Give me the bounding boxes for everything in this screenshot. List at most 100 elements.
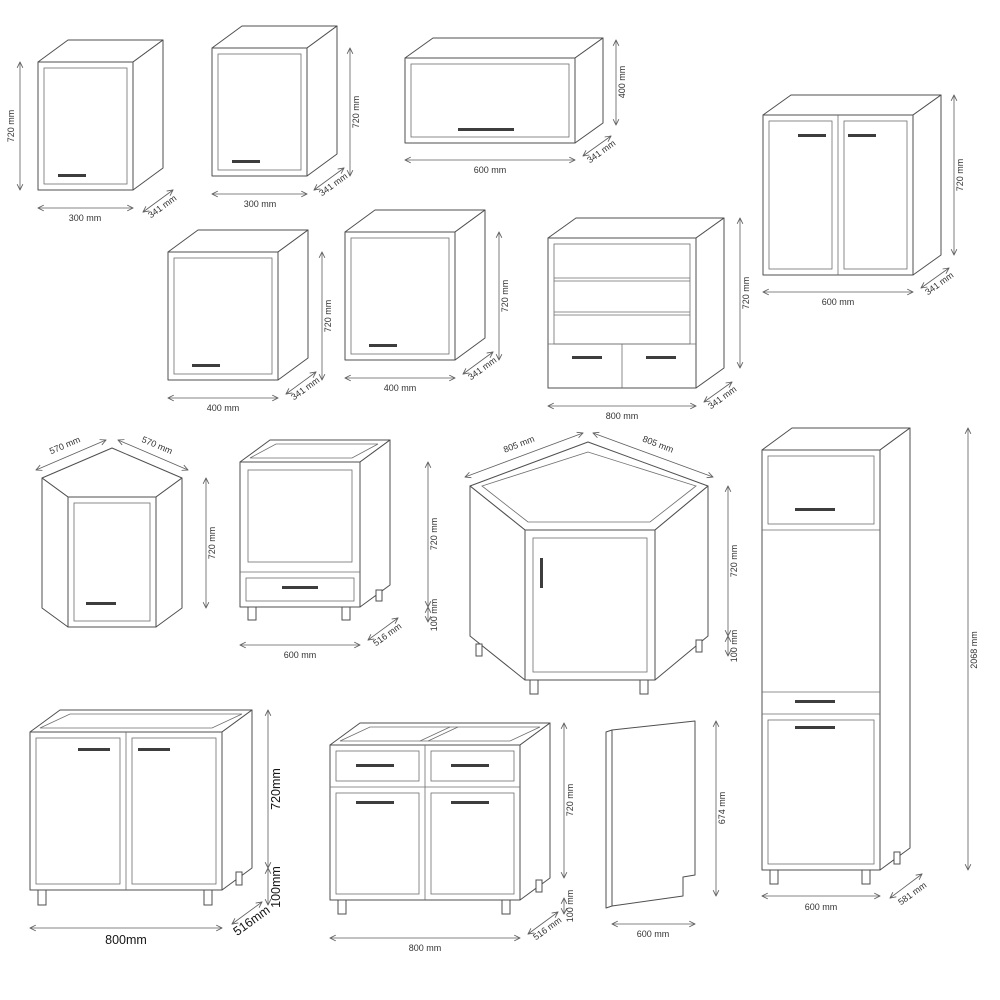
cabinet-side-face bbox=[912, 94, 942, 276]
door-handle bbox=[795, 726, 835, 729]
door-panel bbox=[350, 237, 450, 355]
cabinet-leg bbox=[501, 899, 511, 915]
door-panel bbox=[73, 502, 151, 622]
dim-label-width-left: 805 mm bbox=[502, 434, 536, 455]
dim-line-depth bbox=[368, 618, 398, 640]
door-handle bbox=[138, 748, 170, 751]
dim-label-width: 800 mm bbox=[606, 411, 639, 421]
cabinet-left-face bbox=[41, 477, 69, 628]
cabinet-side-face bbox=[221, 709, 253, 891]
door-panel bbox=[767, 719, 875, 865]
cabinet-front-face bbox=[37, 61, 134, 191]
door-panel bbox=[768, 120, 833, 270]
cabinet-leg bbox=[695, 639, 703, 653]
dim-label-width: 600 mm bbox=[284, 650, 317, 660]
dim-line-depth bbox=[463, 352, 493, 374]
door-handle bbox=[848, 134, 876, 137]
door-handle bbox=[798, 134, 826, 137]
dim-line-width-right bbox=[118, 440, 188, 470]
drawer-panel bbox=[430, 750, 515, 782]
door-handle bbox=[78, 748, 110, 751]
cabinet-wall-600-double: 720 mm 600 mm 341 mm bbox=[763, 95, 965, 307]
dim-label-height: 720 mm bbox=[729, 545, 739, 578]
dim-label-height: 720 mm bbox=[741, 277, 751, 310]
cabinet-front-face bbox=[761, 449, 881, 871]
cabinet-top-face bbox=[29, 709, 253, 733]
dim-label-depth: 341 mm bbox=[585, 138, 617, 165]
cabinet-top-face bbox=[329, 722, 551, 746]
door-handle bbox=[58, 174, 86, 177]
panel-face bbox=[611, 720, 696, 907]
dim-line-depth bbox=[890, 874, 922, 898]
drawer-panel bbox=[245, 577, 355, 602]
cabinet-side-face bbox=[519, 722, 551, 901]
cabinet-leg bbox=[475, 643, 483, 657]
door-panel bbox=[410, 63, 570, 138]
dim-label-width: 300 mm bbox=[69, 213, 102, 223]
dim-label-height: 720 mm bbox=[565, 784, 575, 817]
cabinet-wall-800-display: 720 mm 800 mm 341 mm bbox=[548, 218, 751, 421]
cabinet-front-face bbox=[344, 231, 456, 361]
cabinet-wall-400-b: 720 mm 400 mm 341 mm bbox=[344, 209, 510, 393]
dim-label-width-right: 570 mm bbox=[140, 434, 174, 456]
dim-line-depth bbox=[314, 168, 344, 190]
top-frame bbox=[339, 726, 541, 742]
cabinet-top-face bbox=[41, 447, 183, 498]
cabinet-leg bbox=[639, 679, 649, 695]
dim-label-plinth: 100 mm bbox=[729, 630, 739, 663]
door-handle bbox=[795, 508, 835, 511]
top-frame bbox=[39, 713, 243, 729]
corner-wall-cabinet-570: 570 mm 570 mm 720 mm bbox=[36, 434, 217, 628]
door-handle bbox=[369, 344, 397, 347]
door-panel bbox=[335, 792, 420, 895]
cabinet-side-face bbox=[277, 229, 309, 381]
dim-label-width: 800 mm bbox=[409, 943, 442, 953]
cabinet-side-face bbox=[132, 39, 164, 191]
dim-label-width: 800mm bbox=[105, 933, 147, 947]
dim-label-plinth: 100 mm bbox=[565, 890, 575, 923]
door-handle bbox=[795, 700, 835, 703]
door-panel bbox=[35, 737, 121, 885]
cabinet-front-face bbox=[67, 496, 157, 628]
dim-label-height: 720 mm bbox=[955, 159, 965, 192]
sink-base-cabinet-800: 720mm 100mm 800mm 516mm bbox=[30, 710, 283, 947]
cabinet-side-face bbox=[454, 209, 486, 361]
dim-label-height: 720mm bbox=[269, 768, 283, 810]
dim-line-depth bbox=[583, 136, 611, 156]
cabinet-leg bbox=[341, 606, 351, 621]
cabinet-front-face bbox=[167, 251, 279, 381]
dim-line-width-right bbox=[593, 433, 713, 477]
drawer-handle bbox=[356, 764, 394, 767]
drawer-handle bbox=[572, 356, 602, 359]
dim-label-height: 720 mm bbox=[500, 280, 510, 313]
door-panel bbox=[843, 120, 908, 270]
cabinet-leg bbox=[893, 851, 901, 865]
cabinet-wall-600-horizontal: 400 mm 600 mm 341 mm bbox=[405, 37, 627, 175]
cabinet-side-face bbox=[359, 439, 391, 608]
dim-line-depth bbox=[704, 382, 732, 402]
door-panel bbox=[532, 537, 648, 673]
dim-line-width-left bbox=[465, 433, 583, 477]
drawer-handle bbox=[282, 586, 318, 589]
cabinet-leg bbox=[375, 589, 383, 602]
dim-line-depth bbox=[286, 372, 316, 394]
dim-line-depth bbox=[921, 268, 949, 288]
cabinet-side-face bbox=[306, 25, 338, 177]
cabinet-wall-300-b: 720 mm 300 mm 341 mm bbox=[212, 25, 361, 209]
cabinet-leg bbox=[203, 889, 213, 906]
cabinet-leg bbox=[529, 679, 539, 695]
dim-label-width-right: 805 mm bbox=[641, 434, 675, 455]
cabinet-wall-300-a: 720 mm 300 mm 341 mm bbox=[6, 39, 178, 223]
dim-label-height: 720 mm bbox=[351, 96, 361, 129]
base-cabinet-800-drawers: 720 mm 100 mm 800 mm 516 mm bbox=[330, 723, 575, 953]
top-frame bbox=[249, 443, 379, 459]
dim-label-width: 400 mm bbox=[207, 403, 240, 413]
oven-opening bbox=[247, 469, 353, 563]
dim-label-depth: 341 mm bbox=[923, 270, 955, 297]
door-handle bbox=[458, 128, 514, 131]
drawer-handle bbox=[451, 764, 489, 767]
cabinet-leg bbox=[337, 899, 347, 915]
cabinet-top-face bbox=[762, 94, 942, 116]
